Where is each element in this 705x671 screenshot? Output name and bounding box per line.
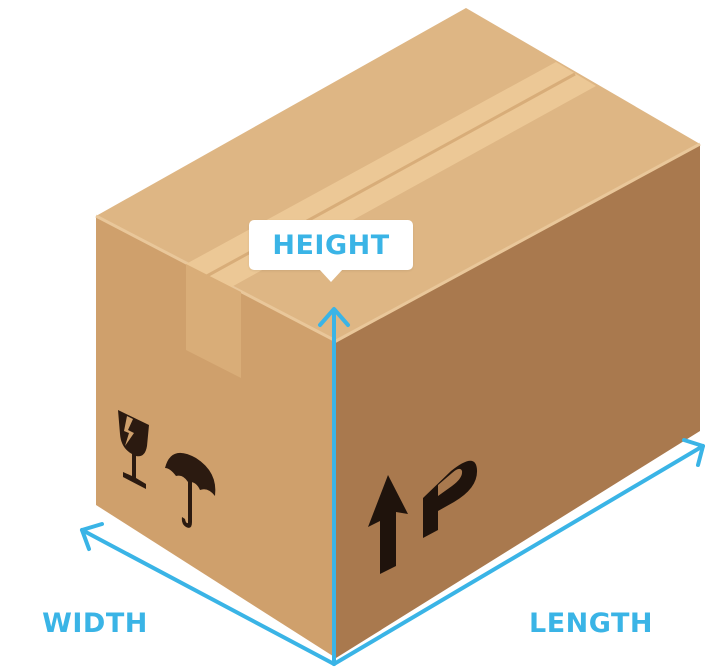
length-arrowhead (682, 438, 705, 467)
tape-flap (186, 264, 241, 378)
length-line (332, 444, 705, 666)
width-arrowhead (80, 522, 104, 551)
this-way-up-arrow-icon (368, 475, 408, 574)
dimension-lines (80, 307, 705, 666)
box-left-face (96, 216, 336, 658)
height-label: HEIGHT (249, 220, 413, 282)
fragile-glass-icon (118, 410, 149, 489)
height-arrowhead (318, 307, 350, 327)
parking-p-icon (423, 460, 478, 538)
length-label: LENGTH (486, 594, 696, 652)
width-label: WIDTH (6, 594, 184, 652)
umbrella-keep-dry-icon (165, 452, 216, 528)
width-line (80, 528, 336, 666)
